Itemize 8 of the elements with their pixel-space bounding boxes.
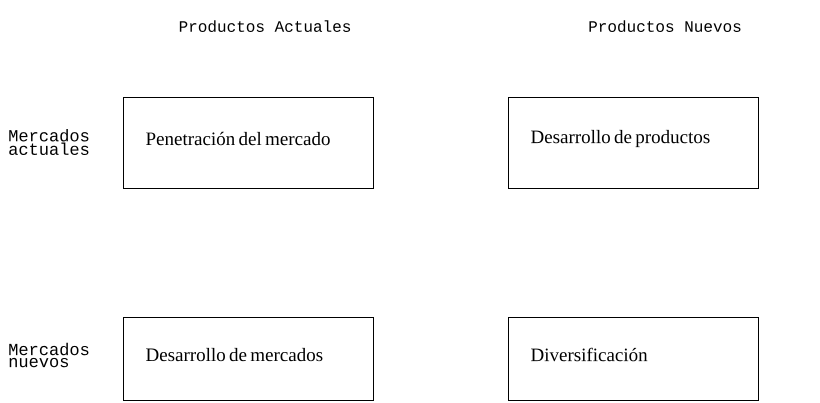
strategy-box: Desarrollo de productos bbox=[508, 97, 759, 189]
row-heading: Mercados nuevos bbox=[9, 342, 88, 368]
column-heading: Productos Nuevos bbox=[589, 20, 740, 32]
column-heading: Productos Actuales bbox=[180, 20, 350, 32]
strategy-box: Diversificación bbox=[508, 317, 759, 401]
row-heading: Mercados actuales bbox=[9, 129, 88, 155]
strategy-box: Penetración del mercado bbox=[123, 97, 374, 189]
strategy-box: Desarrollo de mercados bbox=[123, 317, 374, 401]
